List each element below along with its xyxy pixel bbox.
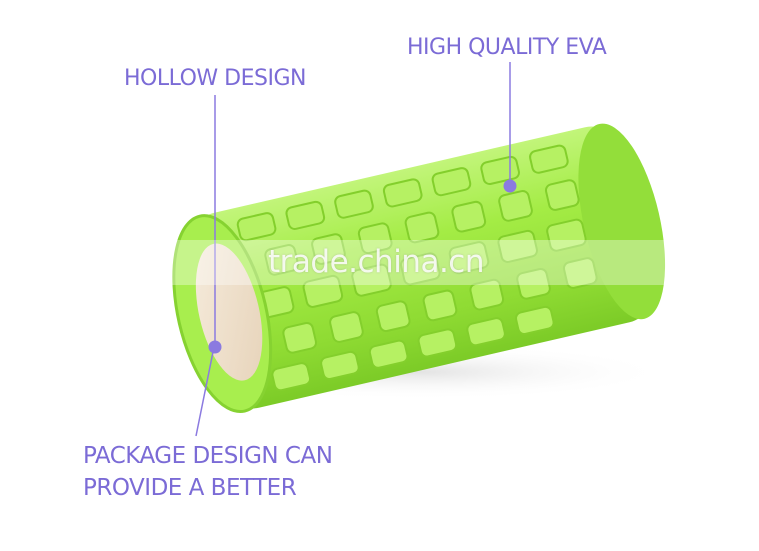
hollow-marker — [208, 340, 222, 354]
watermark-text: trade.china.cn — [268, 244, 485, 280]
package-design-label-line2: PROVIDE A BETTER — [83, 475, 297, 501]
hollow-design-label: HOLLOW DESIGN — [124, 66, 306, 91]
package-design-label-line1: PACKAGE DESIGN CAN — [83, 443, 333, 469]
watermark-band — [0, 240, 759, 285]
high-quality-eva-label: HIGH QUALITY EVA — [407, 35, 607, 60]
eva-marker — [503, 179, 517, 193]
package-leader-line — [195, 351, 214, 437]
foam-roller — [172, 123, 666, 414]
